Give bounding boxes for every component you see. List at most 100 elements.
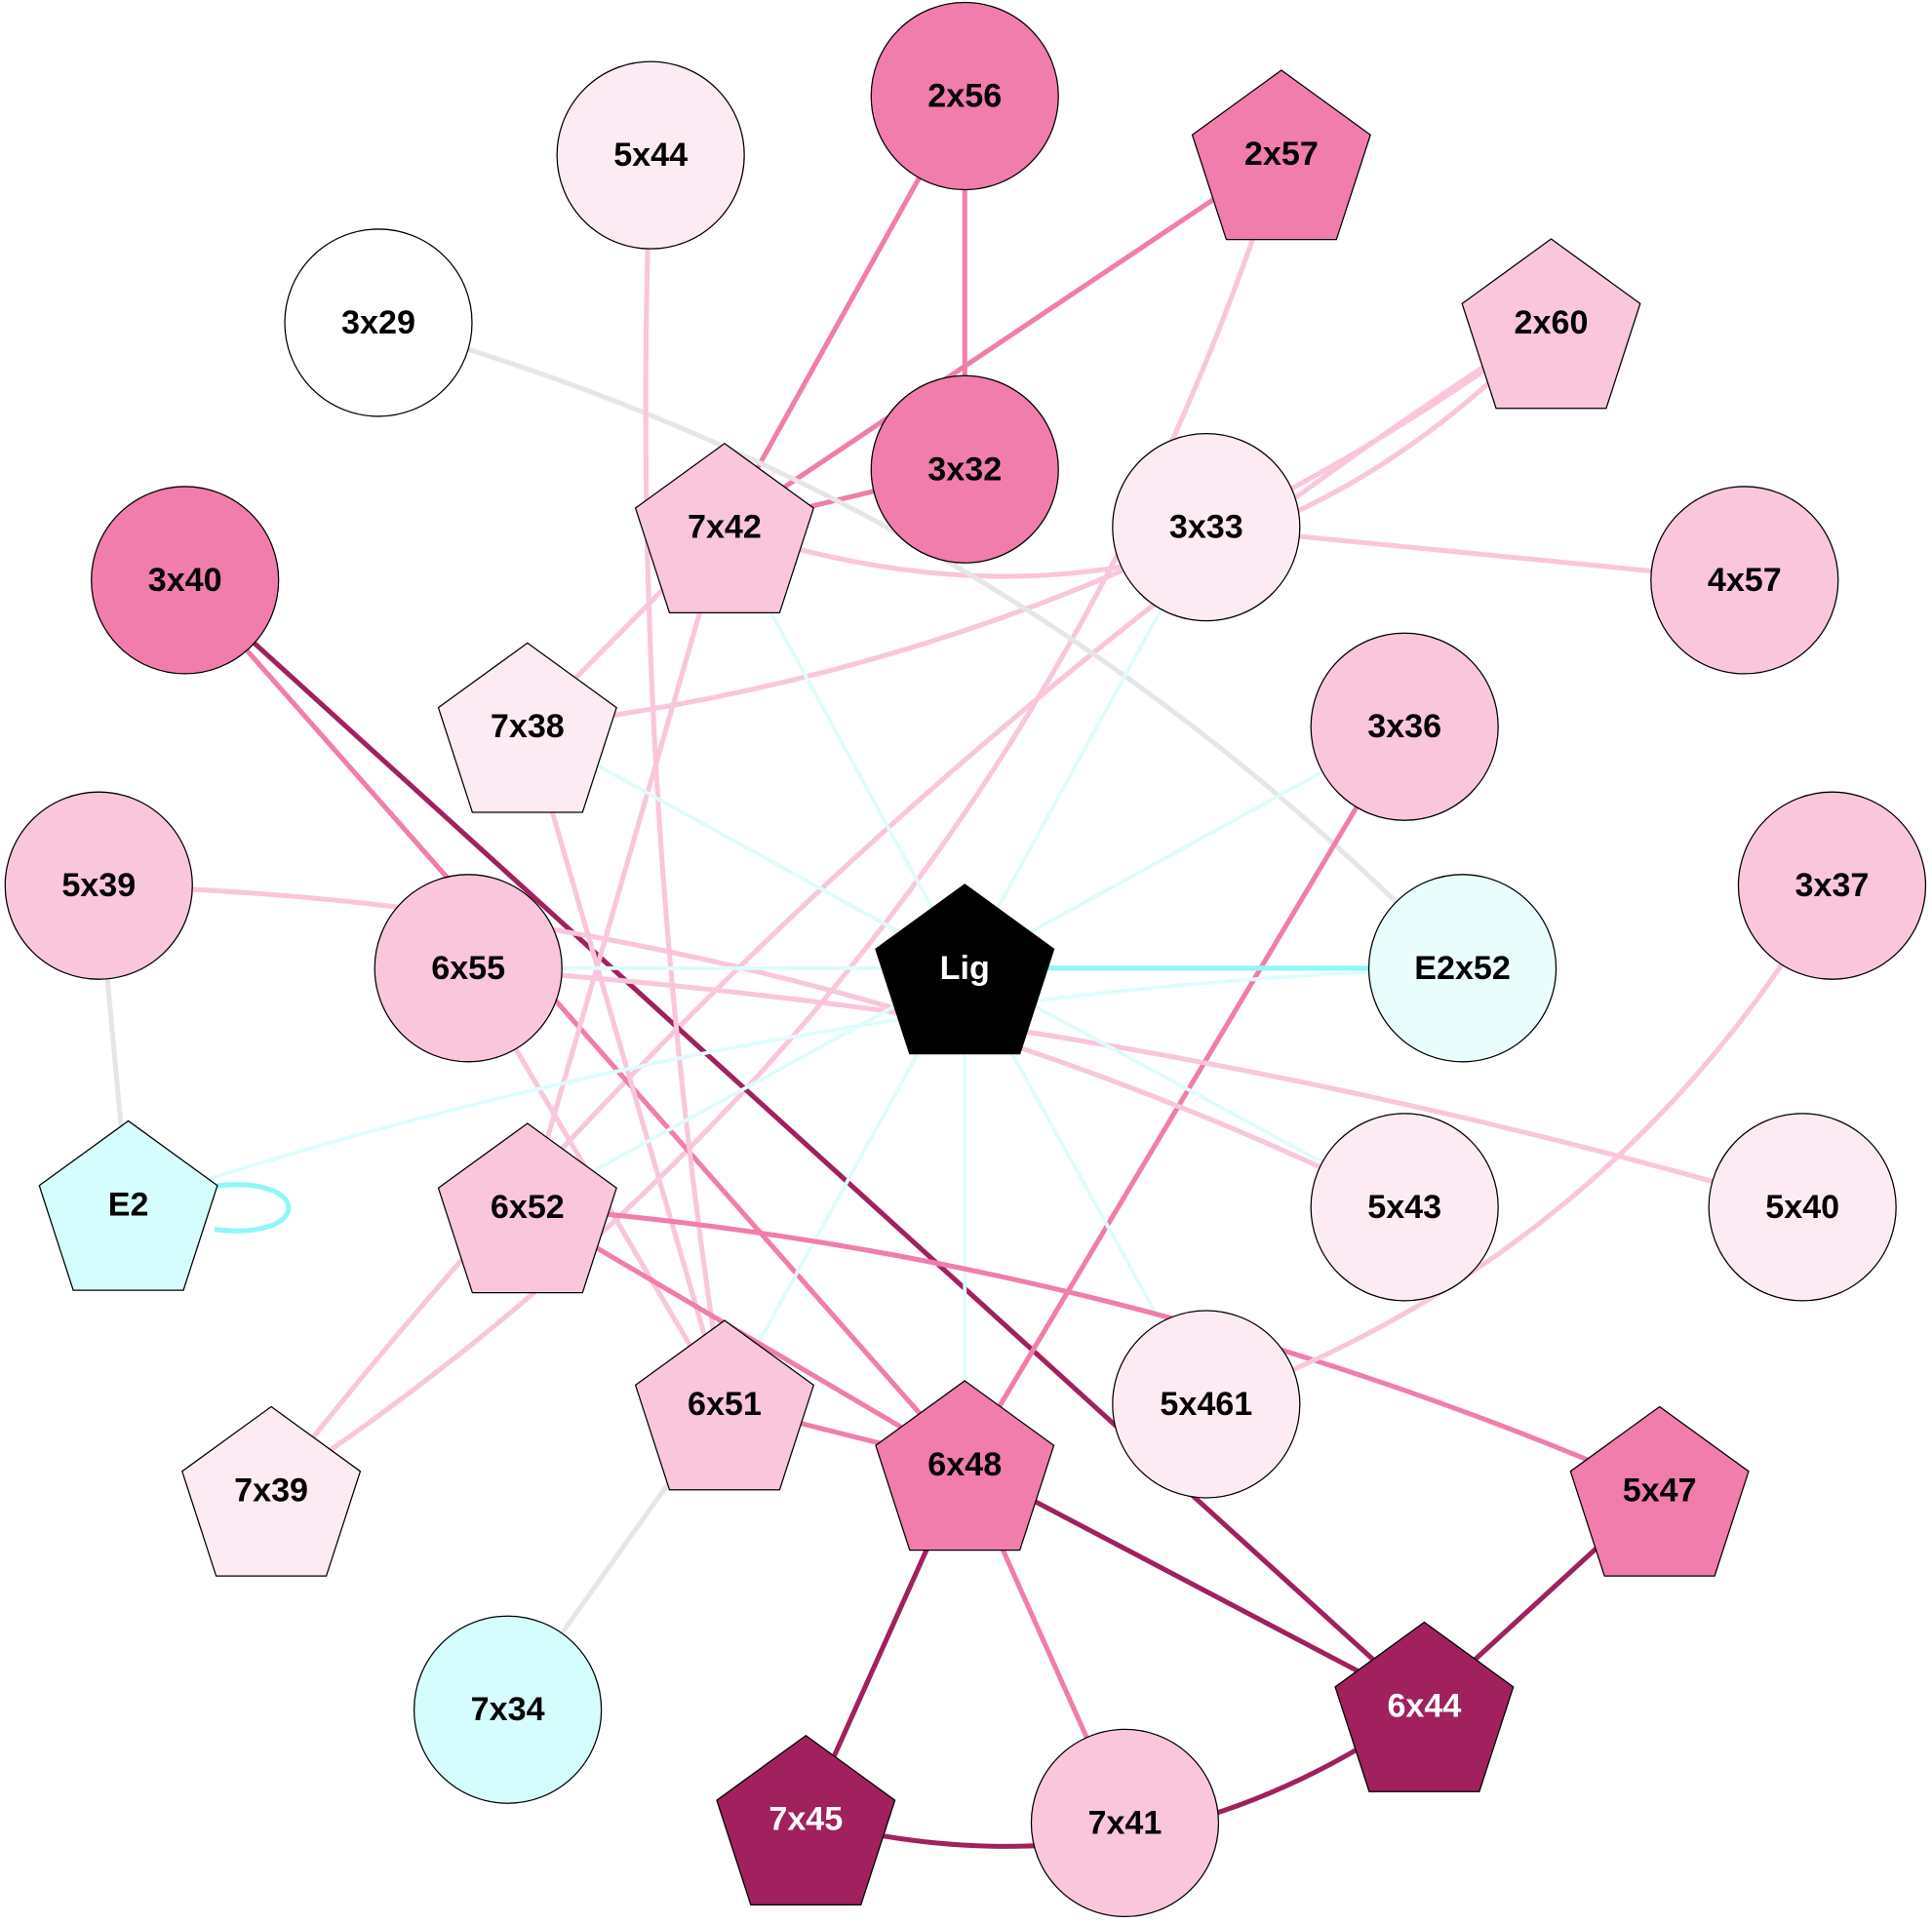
node-3x33[interactable]: 3x33 — [1112, 432, 1301, 622]
node-7x38[interactable]: 7x38 — [437, 642, 617, 813]
node-label: 6x51 — [688, 1386, 762, 1423]
node-2x60[interactable]: 2x60 — [1461, 238, 1641, 410]
circle-shape — [1367, 874, 1557, 1063]
node-label: 5x47 — [1623, 1472, 1697, 1509]
node-label: Lig — [940, 950, 990, 987]
circle-shape — [4, 791, 193, 980]
node-3x29[interactable]: 3x29 — [284, 228, 473, 417]
node-label: 4x57 — [1708, 562, 1782, 599]
circle-shape — [413, 1615, 603, 1804]
edge-2x57-7x42 — [723, 151, 1283, 530]
node-7x34[interactable]: 7x34 — [413, 1615, 603, 1804]
node-6x48[interactable]: 6x48 — [875, 1380, 1055, 1551]
pentagon-shape — [875, 1380, 1055, 1551]
node-label: 7x45 — [769, 1801, 843, 1838]
circle-shape — [1737, 791, 1927, 980]
node-label: 5x44 — [613, 137, 688, 174]
circle-shape — [284, 228, 473, 417]
node-6x55[interactable]: 6x55 — [374, 874, 563, 1063]
node-layer: 2x56 5x44 2x57 3x29 2x60 3x32 7x42 3x33 4x57 3x40… — [4, 1, 1927, 1918]
node-label: 2x56 — [927, 78, 1002, 115]
node-E2[interactable]: E2 — [38, 1119, 218, 1291]
circle-shape — [374, 874, 563, 1063]
node-label: 3x36 — [1367, 708, 1441, 745]
pentagon-shape — [1461, 238, 1641, 410]
edge-3x40-6x48 — [182, 578, 967, 1467]
node-E2x52[interactable]: E2x52 — [1367, 874, 1557, 1063]
circle-shape — [91, 486, 280, 675]
node-2x56[interactable]: 2x56 — [870, 1, 1059, 191]
circle-shape — [1310, 1113, 1499, 1302]
node-label: 5x39 — [61, 867, 136, 904]
node-label: 3x37 — [1795, 867, 1870, 904]
node-4x57[interactable]: 4x57 — [1650, 486, 1839, 675]
edge-2x60-7x38 — [527, 320, 1553, 729]
node-label: 2x60 — [1515, 304, 1589, 341]
edge-3x40-6x44 — [182, 578, 1427, 1708]
edge-7x42-6x52 — [525, 526, 728, 1208]
node-2x57[interactable]: 2x57 — [1191, 69, 1371, 241]
node-7x39[interactable]: 7x39 — [181, 1405, 362, 1577]
pentagon-shape — [634, 1319, 814, 1491]
node-label: E2x52 — [1414, 950, 1511, 987]
edge-5x44-6x51 — [643, 155, 728, 1405]
node-5x39[interactable]: 5x39 — [4, 791, 193, 980]
node-label: 3x32 — [927, 451, 1002, 488]
edge-7x38-6x51 — [525, 726, 728, 1405]
node-label: 6x48 — [927, 1446, 1002, 1483]
node-label: E2 — [108, 1186, 149, 1223]
node-3x36[interactable]: 3x36 — [1310, 632, 1499, 821]
node-5x47[interactable]: 5x47 — [1569, 1405, 1750, 1577]
edge-6x55-5x40 — [468, 965, 1803, 1210]
circle-shape — [1650, 486, 1839, 675]
pentagon-shape — [634, 442, 814, 614]
node-label: 3x40 — [148, 562, 222, 599]
circle-shape — [1112, 1310, 1301, 1499]
node-label: 3x33 — [1169, 509, 1243, 546]
circle-shape — [1030, 1728, 1220, 1918]
edge-3x29-E2x52 — [377, 320, 1465, 970]
node-6x44[interactable]: 6x44 — [1334, 1621, 1515, 1792]
circle-shape — [1708, 1113, 1897, 1302]
pentagon-shape — [38, 1119, 218, 1291]
pentagon-shape — [1334, 1621, 1515, 1792]
node-5x44[interactable]: 5x44 — [556, 60, 745, 250]
pentagon-shape — [437, 1122, 617, 1294]
pentagon-shape — [437, 642, 617, 813]
node-5x461[interactable]: 5x461 — [1112, 1310, 1301, 1499]
pentagon-shape — [875, 883, 1055, 1055]
node-6x52[interactable]: 6x52 — [437, 1122, 617, 1294]
node-label: 5x461 — [1160, 1386, 1252, 1423]
edge-E2x52-E2 — [127, 965, 1463, 1207]
node-7x45[interactable]: 7x45 — [716, 1734, 896, 1906]
edge-3x36-6x48 — [963, 725, 1407, 1467]
pentagon-shape — [181, 1405, 362, 1577]
edge-5x39-5x43 — [99, 883, 1406, 1210]
circle-shape — [556, 60, 745, 250]
edge-6x52-5x47 — [527, 1204, 1661, 1493]
node-Lig[interactable]: Lig — [875, 883, 1055, 1055]
node-label: 7x38 — [491, 708, 565, 745]
node-label: 2x57 — [1244, 136, 1319, 173]
node-7x42[interactable]: 7x42 — [634, 442, 814, 614]
circle-shape — [870, 1, 1059, 191]
node-6x51[interactable]: 6x51 — [634, 1319, 814, 1491]
node-3x40[interactable]: 3x40 — [91, 486, 280, 675]
node-label: 5x43 — [1367, 1189, 1441, 1226]
node-7x41[interactable]: 7x41 — [1030, 1728, 1220, 1918]
pentagon-shape — [1569, 1405, 1750, 1577]
circle-shape — [1112, 432, 1301, 622]
node-5x43[interactable]: 5x43 — [1310, 1113, 1499, 1302]
pentagon-shape — [716, 1734, 896, 1906]
node-label: 6x55 — [431, 950, 505, 987]
node-3x32[interactable]: 3x32 — [870, 374, 1059, 564]
node-5x40[interactable]: 5x40 — [1708, 1113, 1897, 1302]
node-label: 3x29 — [341, 304, 415, 341]
edge-E2-E2 — [214, 1182, 292, 1234]
circle-shape — [870, 374, 1059, 564]
node-label: 7x39 — [234, 1472, 308, 1509]
node-3x37[interactable]: 3x37 — [1737, 791, 1927, 980]
edge-3x37-5x461 — [1204, 883, 1834, 1407]
node-label: 6x44 — [1387, 1687, 1461, 1724]
